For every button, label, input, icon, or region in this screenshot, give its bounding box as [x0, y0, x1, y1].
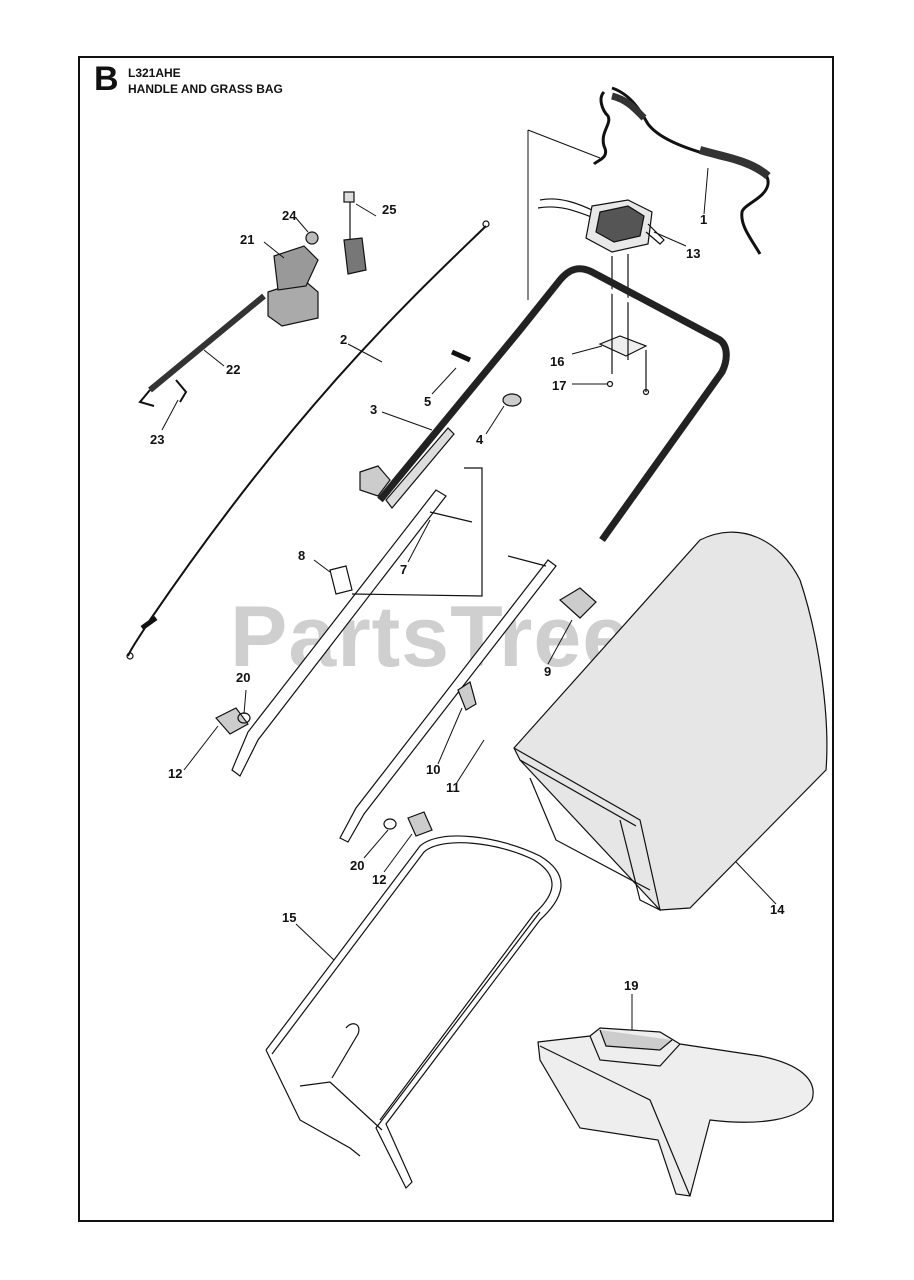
- part-lower-tubes: [231, 465, 597, 843]
- callout-21: 21: [240, 232, 255, 247]
- part-8-guide: [329, 467, 483, 597]
- callout-16: 16: [550, 354, 565, 369]
- part-control-box: [537, 198, 665, 253]
- part-brace: [385, 427, 455, 509]
- part-bracket: [598, 254, 650, 396]
- callout-10: 10: [426, 762, 441, 777]
- callout-24: 24: [282, 208, 297, 223]
- diagram-frame: [78, 56, 834, 1222]
- callout-2: 2: [340, 332, 348, 347]
- callout-20b: 20: [350, 858, 365, 873]
- part-mulch-plug: [537, 1027, 814, 1197]
- leader-lines: [161, 129, 777, 1030]
- callout-5: 5: [424, 394, 432, 409]
- part-bag-frame: [265, 835, 562, 1190]
- callout-13: 13: [686, 246, 701, 261]
- callout-1: 1: [700, 212, 708, 227]
- callout-3: 3: [370, 402, 378, 417]
- callout-23: 23: [150, 432, 165, 447]
- part-cable: [126, 220, 490, 660]
- part-upper-handle: [592, 86, 771, 255]
- callout-14: 14: [770, 902, 785, 917]
- section-letter: B: [94, 60, 119, 98]
- callout-12a: 12: [168, 766, 183, 781]
- callout-20a: 20: [236, 670, 251, 685]
- callout-8: 8: [298, 548, 306, 563]
- part-handle-frame: [377, 265, 730, 543]
- callout-22: 22: [226, 362, 241, 377]
- part-knobs: [450, 349, 522, 407]
- model-number: L321AHE: [128, 66, 181, 80]
- callout-4: 4: [476, 432, 484, 447]
- callout-12b: 12: [372, 872, 387, 887]
- part-grass-bag: [513, 531, 828, 912]
- part-switch-assembly: [267, 191, 367, 327]
- callout-9: 9: [544, 664, 552, 679]
- part-spring-cable: [138, 293, 266, 407]
- part-lower-knobs: [215, 681, 477, 837]
- callout-11: 11: [446, 780, 460, 795]
- callout-25: 25: [382, 202, 397, 217]
- callout-7: 7: [400, 562, 408, 577]
- diagram-title: HANDLE AND GRASS BAG: [128, 82, 283, 96]
- callout-17: 17: [552, 378, 567, 393]
- callout-15: 15: [282, 910, 297, 925]
- callout-19: 19: [624, 978, 639, 993]
